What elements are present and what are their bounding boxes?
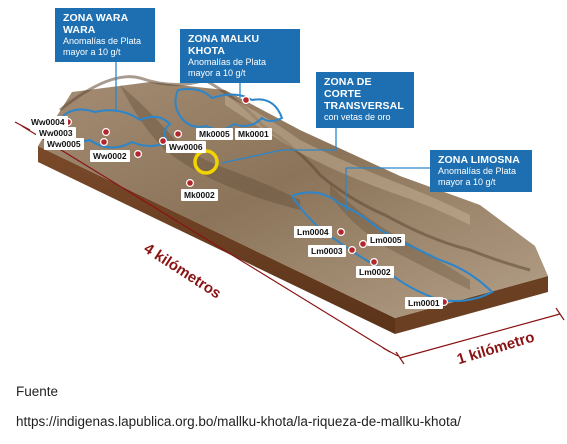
well-label: Ww0005: [44, 138, 84, 150]
zone-title: ZONA WARA WARA: [63, 12, 128, 36]
zone-outline-malku-khota: [174, 88, 284, 131]
zone-detail: Anomalías de Plata: [188, 57, 267, 67]
zone-box-limosna: ZONA LIMOSNA Anomalías de Plata mayor a …: [430, 150, 532, 192]
well-label: Ww0004: [28, 116, 68, 128]
zone-title: ZONA LIMOSNA: [438, 154, 520, 166]
terrain-graphic: [14, 44, 565, 365]
zone-title: ZONA DE CORTE TRANSVERSAL: [324, 76, 404, 112]
terrain-slab-right: [395, 276, 548, 334]
well-marker: [348, 246, 357, 255]
well-label: Ww0006: [166, 141, 206, 153]
zone-detail: Anomalías de Plata: [63, 36, 142, 46]
well-marker: [359, 240, 368, 249]
zone-detail: mayor a 10 g/t: [63, 46, 121, 57]
well-marker: [174, 130, 183, 139]
well-label: Mk0001: [235, 128, 272, 140]
zone-title: ZONA MALKU KHOTA: [188, 33, 260, 57]
well-label: Lm0001: [405, 297, 443, 309]
map-figure: ZONA WARA WARA Anomalías de Plata mayor …: [14, 8, 565, 368]
well-label: Lm0005: [367, 234, 405, 246]
well-marker: [370, 258, 379, 267]
well-label: Lm0003: [308, 245, 346, 257]
well-label: Mk0005: [196, 128, 233, 140]
well-label: Ww0002: [90, 150, 130, 162]
zone-detail: Anomalías de Plata: [438, 166, 517, 176]
length-dimension: [14, 121, 399, 357]
mountain-shadow: [330, 185, 470, 290]
mountain-light: [225, 95, 470, 225]
well-label: Ww0003: [36, 127, 76, 139]
well-markers: [63, 95, 449, 307]
mountain-ridge: [59, 75, 531, 272]
well-marker: [134, 150, 143, 159]
well-label: Lm0004: [294, 226, 332, 238]
well-label: Lm0002: [356, 266, 394, 278]
source-label: Fuente: [16, 384, 59, 399]
zone-box-malku-khota: ZONA MALKU KHOTA Anomalías de Plata mayo…: [180, 29, 300, 83]
width-dimension: [395, 307, 565, 365]
well-marker: [242, 95, 251, 104]
well-label: Mk0002: [181, 189, 218, 201]
zone-detail: con vetas de oro: [324, 112, 391, 122]
zone-detail: mayor a 10 g/t: [188, 67, 246, 78]
well-marker: [99, 138, 108, 147]
zone-detail: mayor a 10 g/t: [438, 176, 496, 187]
mountain-shadow: [120, 85, 300, 210]
zone-box-corte-transversal: ZONA DE CORTE TRANSVERSAL con vetas de o…: [316, 72, 414, 128]
zone-box-wara-wara: ZONA WARA WARA Anomalías de Plata mayor …: [55, 8, 155, 62]
transverse-zone-highlight-ring: [193, 149, 219, 175]
well-marker: [186, 179, 195, 188]
zone-outline-wara-wara: [56, 108, 172, 149]
source-url[interactable]: https://indigenas.lapublica.org.bo/mallk…: [16, 414, 461, 429]
terrain-slab-front: [38, 146, 395, 334]
well-marker: [337, 228, 346, 237]
well-marker: [101, 128, 110, 137]
